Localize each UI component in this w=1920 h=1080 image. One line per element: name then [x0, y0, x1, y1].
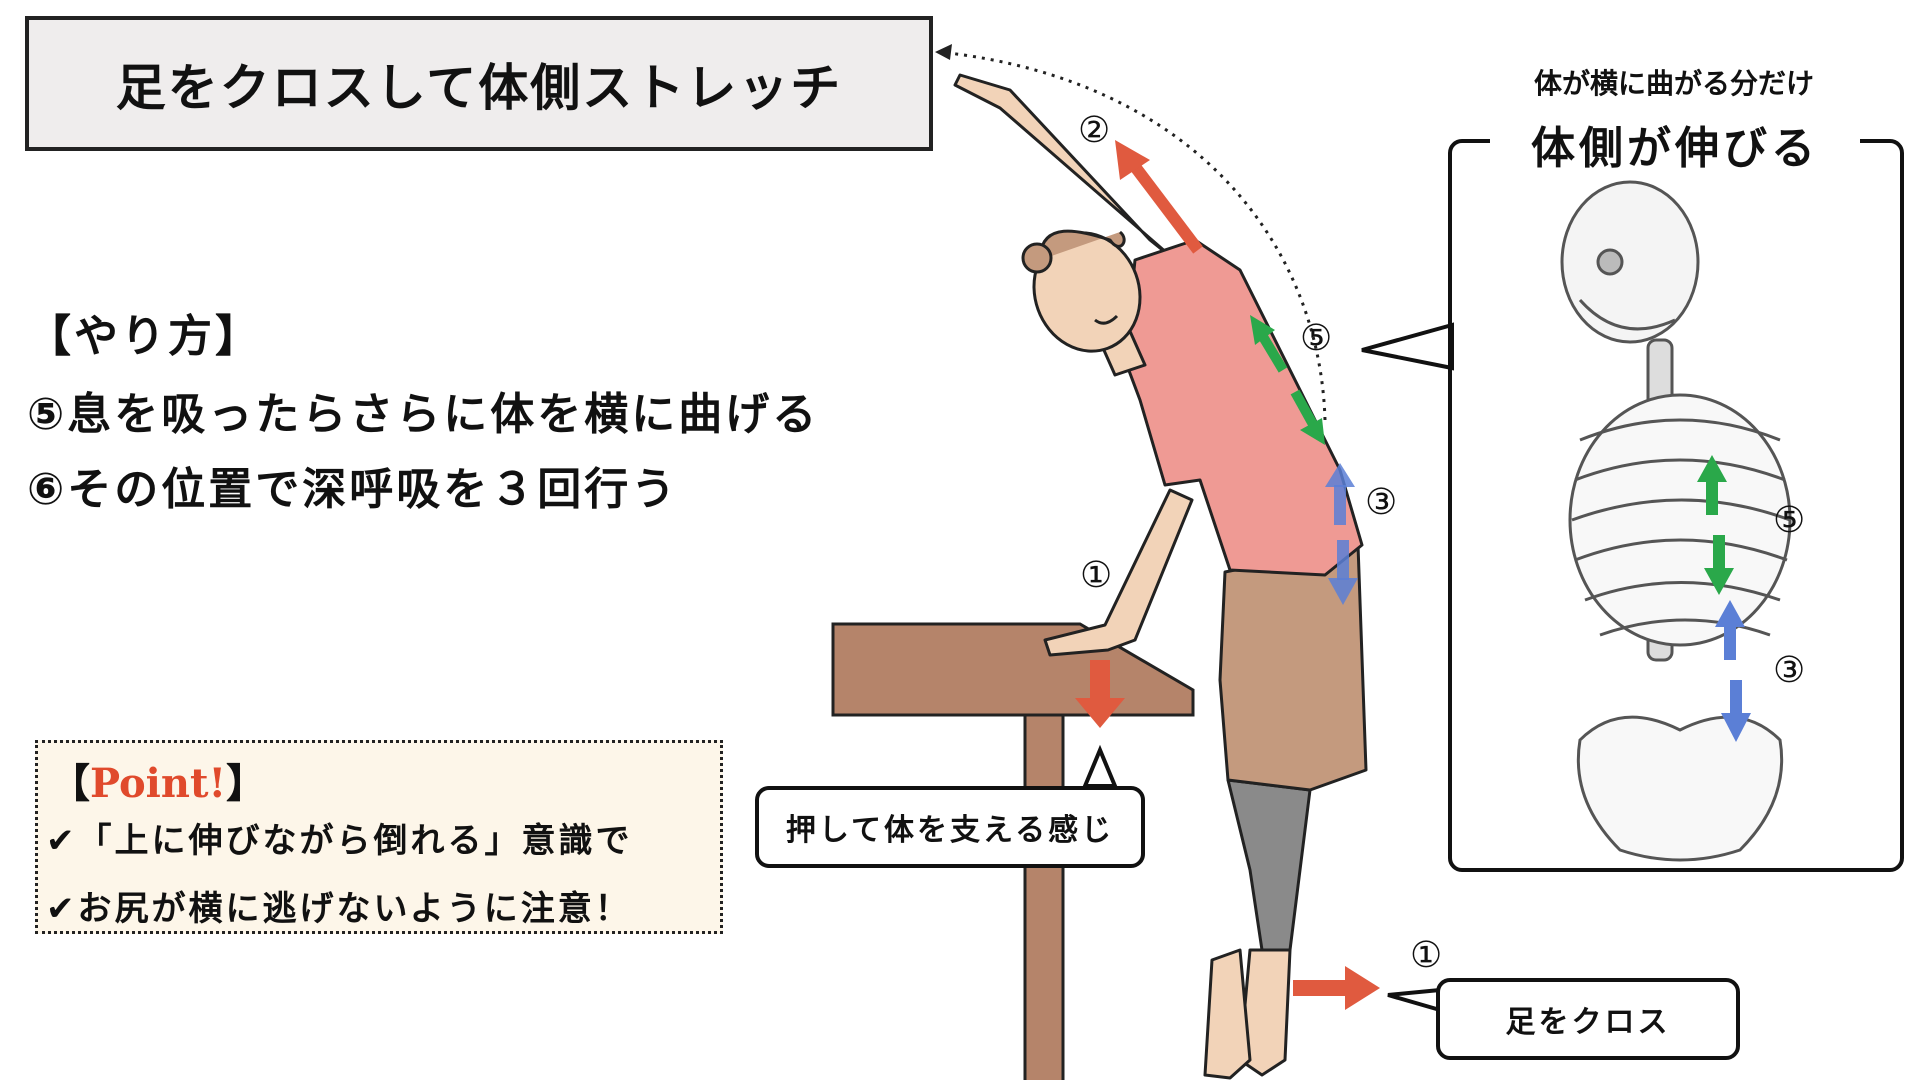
callout-tail [1361, 322, 1454, 371]
marker-3: ③ [1365, 482, 1398, 523]
cross-arrow-red [1293, 966, 1380, 1010]
skeleton-panel [1448, 139, 1904, 872]
bracket-open: 【 [50, 761, 90, 807]
method-step-5: ⑤息を吸ったらさらに体を横に曲げる [27, 389, 820, 440]
stretch-arrow-red [1115, 140, 1203, 254]
callout-tail [1387, 987, 1442, 1013]
bracket-close: 】 [226, 761, 266, 807]
skeleton-illustration [1560, 180, 1792, 862]
point-label: Point! [90, 760, 226, 807]
point-item: ✔お尻が横に逃げないように注意！ [46, 889, 632, 929]
callout-tail [1082, 744, 1118, 788]
push-arrow-red [1075, 660, 1125, 728]
breath-arrows-blue [1325, 463, 1358, 605]
marker-5: ⑤ [1300, 318, 1333, 359]
panel-subtitle: 体が横に曲がる分だけ [1533, 67, 1814, 100]
method-heading: 【やり方】 [27, 311, 262, 362]
method-step-6: ⑥その位置で深呼吸を３回行う [27, 464, 679, 515]
skeleton-arrows [1697, 455, 1751, 742]
skeleton-marker-5: ⑤ [1773, 500, 1806, 541]
arc-arrowhead-icon [935, 44, 952, 60]
cross-callout: 足をクロス [1436, 978, 1740, 1060]
push-callout: 押して体を支える感じ [755, 786, 1145, 868]
marker-1-foot: ① [1410, 935, 1443, 976]
breath-arrows-green [1250, 315, 1325, 445]
point-box: 【Point!】 ✔「上に伸びながら倒れる」意識で ✔お尻が横に逃げないように注… [35, 740, 723, 934]
person-figure [953, 73, 1368, 1080]
point-heading: 【Point!】 [50, 751, 266, 809]
page-title: 足をクロスして体側ストレッチ [25, 16, 933, 151]
skeleton-marker-3: ③ [1773, 650, 1806, 691]
point-item: ✔「上に伸びながら倒れる」意識で [46, 821, 633, 861]
panel-heading: 体側が伸びる [1490, 112, 1860, 176]
motion-arc [939, 50, 1327, 421]
marker-2: ② [1078, 110, 1111, 151]
marker-1-hand: ① [1080, 555, 1113, 596]
